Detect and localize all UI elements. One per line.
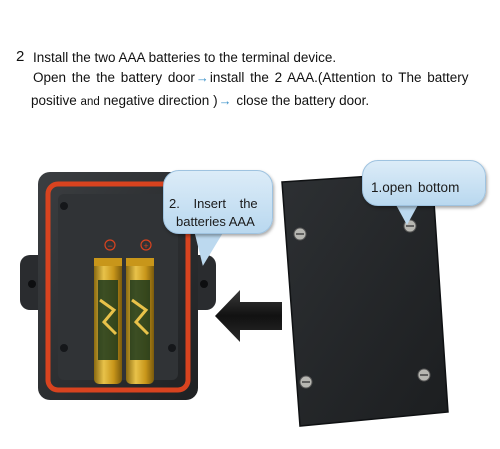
instruction-line-1: Install the two AAA batteries to the ter…	[33, 50, 336, 65]
instruction-line-3-and: and	[80, 96, 100, 108]
direction-arrow	[215, 290, 282, 342]
right-arrow-icon: →	[218, 93, 232, 108]
battery-1-bolt	[99, 298, 118, 336]
rubber-gasket	[45, 181, 191, 393]
polarity-minus-marker	[104, 239, 116, 251]
right-arrow-icon: →	[195, 70, 209, 85]
device-photo: − +	[0, 150, 500, 449]
mount-hole	[200, 280, 208, 288]
instruction-line-2: Open the the battery door→install the 2 …	[33, 70, 469, 85]
polarity-plus-marker	[140, 239, 152, 251]
instruction-line-2-part2: install the 2 AAA.(Attention to The batt…	[209, 70, 469, 85]
callout-insert-batteries: 2. Insert the batteries AAA	[163, 170, 273, 234]
battery-1-cap	[94, 258, 122, 266]
callout-tail-open	[395, 203, 419, 225]
battery-2-bolt	[131, 298, 150, 336]
aaa-batteries	[94, 258, 154, 384]
screw-hole	[60, 202, 68, 210]
instruction-line-3-part1: positive	[31, 93, 77, 108]
callout-open-bottom-text: 1.open bottom	[371, 180, 460, 195]
callout-open-bottom: 1.open bottom	[362, 160, 486, 206]
battery-1-label	[98, 280, 118, 360]
callout-insert-line-1: 2. Insert the	[169, 196, 258, 211]
battery-2-label	[130, 280, 150, 360]
big-left-arrow-icon	[215, 290, 282, 342]
instruction-text-block: 2 Install the two AAA batteries to the t…	[0, 0, 500, 130]
instruction-line-2-part1: Open the the battery door	[33, 70, 195, 85]
instruction-line-3: positive and negative direction )→ close…	[31, 93, 369, 108]
minus-label: −	[107, 241, 112, 251]
screw-hole	[168, 344, 176, 352]
screw-hole	[60, 344, 68, 352]
instruction-line-3-part3: close the battery door.	[236, 93, 370, 108]
step-number: 2	[16, 48, 25, 65]
instruction-line-1-text: Install the two AAA batteries to the ter…	[33, 50, 337, 65]
battery-2-cap	[126, 258, 154, 266]
instruction-line-3-part2: negative direction )	[103, 93, 218, 108]
callout-insert-line-2: batteries AAA	[176, 214, 255, 229]
battery-door	[281, 171, 449, 427]
plus-label: +	[143, 241, 148, 251]
device-illustration: − +	[20, 171, 449, 427]
mount-hole	[28, 280, 36, 288]
